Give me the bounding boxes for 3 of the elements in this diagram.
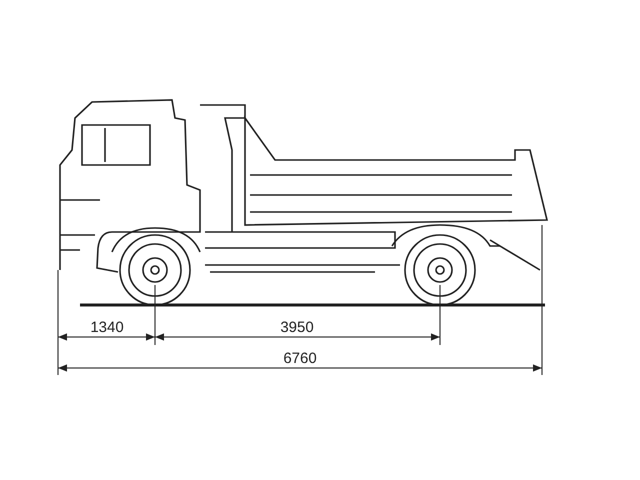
dimension-value: 6760 — [283, 351, 317, 367]
dimension-value: 3950 — [280, 320, 314, 336]
dimension-value: 1340 — [90, 320, 124, 336]
